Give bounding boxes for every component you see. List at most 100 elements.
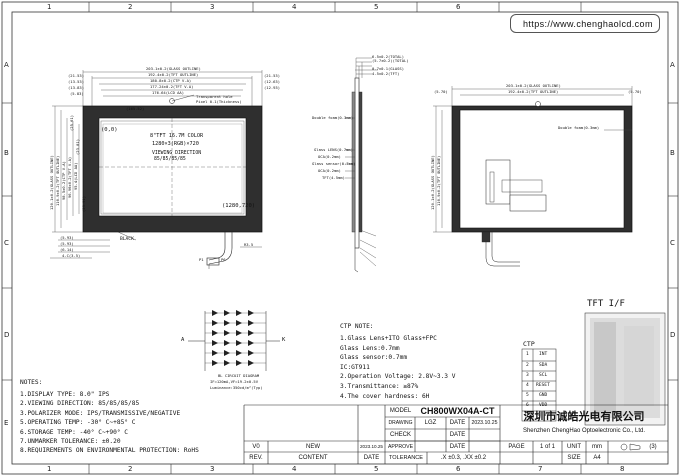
front-pixel-note: Pixel 0.1(Thickness) xyxy=(196,99,242,104)
side-dim-glass: 0.7±0.1(GLASS) xyxy=(372,66,405,71)
front-bottom-dim-2: (5.93) xyxy=(60,241,74,246)
zone-col-4-bottom: 4 xyxy=(292,465,297,473)
front-dim-left-2: (13.53) xyxy=(68,79,85,84)
tb-rev-label: REV. xyxy=(249,455,263,461)
front-dim-left-3: (13.83) xyxy=(68,85,85,90)
ctp-note-title: CTP NOTE: xyxy=(340,323,374,330)
front-dim-v-left-1: (25.61) xyxy=(69,114,74,131)
ctp-row-4-num: 4 xyxy=(526,383,529,388)
zone-col-2-bottom: 2 xyxy=(128,465,133,473)
ctp-note-body: 1.Glass Lens+ITO Glass+FPC Glass Lens:0.… xyxy=(340,334,455,401)
front-dim-v-ctp: 98.5±0.2(CTP V.A) xyxy=(61,161,66,200)
zone-col-8-bottom: 8 xyxy=(620,465,625,473)
front-dim-tft-outline: 192.4±0.2(TFT OUTLINE) xyxy=(148,72,199,77)
tb-date-col-label: DATE xyxy=(363,455,380,461)
front-dim-left-1: (21.53) xyxy=(68,73,85,78)
tft-if-table xyxy=(584,312,666,426)
front-bottom-dim-1: (5.93) xyxy=(60,235,74,240)
zone-col-3: 3 xyxy=(210,3,215,11)
fpc-dim-2: R3.5 xyxy=(244,242,254,247)
ctp-note-line: IC:GT911 xyxy=(340,363,370,371)
ctp-table-title: CTP xyxy=(523,340,535,348)
tb-model-label: MODEL xyxy=(389,408,412,414)
zone-row-a: A xyxy=(4,61,9,69)
zone-col-6: 6 xyxy=(456,3,461,11)
side-label-lens: Glass LENS(0.7mm) xyxy=(314,147,353,152)
side-view xyxy=(345,57,378,273)
tb-date-value: 2023.10.25 xyxy=(471,420,498,426)
back-dim-tft: 192.4±0.2(TFT OUTLINE) xyxy=(508,89,559,94)
zone-row-a-right: A xyxy=(670,61,675,69)
led-spec-1: IF=120mA,VF=19.2±0.5V xyxy=(210,379,259,384)
tb-size-value: A4 xyxy=(593,455,601,461)
tb-rev-v0: V0 xyxy=(252,444,260,450)
fpc-dim-1: 4-C(3.5) xyxy=(62,253,81,258)
fpc-pin-label: P1 xyxy=(199,257,204,262)
tb-projection: (3) xyxy=(649,444,657,450)
note-line: 5.OPERATING TEMP: -30° C~+85° C xyxy=(20,419,136,427)
tb-size-label: SIZE xyxy=(567,455,581,461)
zone-col-3-bottom: 3 xyxy=(210,465,215,473)
ctp-note-line: 4.The cover hardness: 6H xyxy=(340,392,430,400)
led-cathode-label: K xyxy=(282,337,286,343)
ctp-note-line: 1.Glass Lens+ITO Glass+FPC xyxy=(340,335,437,342)
zone-row-e: E xyxy=(4,419,9,427)
ctp-footer-value: 3.3V xyxy=(538,413,550,418)
tb-unit-label: UNIT xyxy=(567,444,581,450)
front-dim-v-tft: 116.9±0.2(TFT OUTLINE) xyxy=(55,155,60,206)
tb-unit-value: mm xyxy=(592,444,602,450)
notes-body: 1.DISPLAY TYPE: 8.0" IPS 2.VIEWING DIREC… xyxy=(20,390,199,456)
zone-row-d: D xyxy=(4,331,10,339)
front-spec-3: VIEWING DIRECTION xyxy=(152,151,202,156)
front-cover-label: Transparent hole xyxy=(196,94,233,99)
front-dim-glass-outline: 203.1±0.2(GLASS OUTLINE) xyxy=(146,66,201,71)
tb-rev-new: NEW xyxy=(306,444,320,450)
tb-approve-label: APPROVE xyxy=(387,444,414,450)
tft-if-title: TFT I/F xyxy=(587,299,625,309)
note-line: 3.POLARIZER MODE: IPS/TRANSMISSIVE/NEGAT… xyxy=(20,409,181,417)
tb-rev-date: 2023.10.25 xyxy=(360,444,383,449)
projection-symbol xyxy=(620,443,641,451)
ctp-row-1-name: INT xyxy=(539,352,548,357)
front-dim-left-4: (5.83) xyxy=(70,91,84,96)
fpc-pin-label-2: P6 xyxy=(221,257,226,262)
led-spec-2: Luminance:350cd/m²(Typ) xyxy=(210,385,263,390)
zone-col-1-bottom: 1 xyxy=(47,465,52,473)
tb-company-en: Shenzhen ChengHao Optoelectronic Co., Lt… xyxy=(522,428,646,434)
front-dim-lcd-aa: 176.64(LCD AA) xyxy=(152,90,185,95)
note-line: 6.STORAGE TEMP: -40° C~+90° C xyxy=(20,428,129,436)
zone-row-c: C xyxy=(4,239,9,247)
side-label-oca-2: OCA(0.2mm) xyxy=(318,168,341,173)
ctp-note-line: 2.Operation Voltage: 2.8V~3.3 V xyxy=(340,373,456,381)
back-dim-left: (5.70) xyxy=(434,89,448,94)
inner-frame xyxy=(11,11,669,465)
ctp-row-6-num: 6 xyxy=(526,403,529,408)
tb-date-label: DATE xyxy=(449,420,466,426)
zone-col-5: 5 xyxy=(374,3,379,11)
zone-col-5-bottom: 5 xyxy=(374,465,379,473)
front-dim-v-left-3: (23.91) xyxy=(81,195,86,212)
ctp-row-2-num: 2 xyxy=(526,363,529,368)
zone-col-1: 1 xyxy=(47,3,52,11)
front-dim-v-tftva: 96.96±0.2(TFT V.A) xyxy=(67,156,72,198)
note-line: 7.UNMARKER TOLERANCE: ±0.20 xyxy=(20,438,121,446)
side-dim-tft: 4.5±0.2(TFT) xyxy=(372,71,400,76)
front-dim-right-2: (12.63) xyxy=(264,79,281,84)
side-dim-total-2: (5.7±0.2)(TOTAL) xyxy=(372,58,409,63)
front-dim-ctp-va: 180.8±0.2(CTP V.A) xyxy=(150,78,192,83)
tb-drawing-value: LGZ xyxy=(424,420,437,426)
website-url-badge[interactable]: https://www.chenghaolcd.com xyxy=(510,14,660,33)
tb-company-cn: 深圳市诚皓光电有限公司 xyxy=(523,410,645,423)
zone-col-7-bottom: 7 xyxy=(538,465,543,473)
ctp-row-4-name: RESET xyxy=(536,383,550,388)
front-dim-right-1: (21.53) xyxy=(264,73,281,78)
black-label: BLACK xyxy=(120,237,134,242)
tb-content-label: CONTENT xyxy=(298,455,328,461)
back-dim-v-tft: 116.9±0.2(TFT OUTLINE) xyxy=(436,155,441,206)
zone-row-b: B xyxy=(4,149,9,157)
front-dim-v-glass: 120.1±0.2(GLASS OUTLINE) xyxy=(49,155,54,210)
back-dim-right: (5.70) xyxy=(628,89,642,94)
